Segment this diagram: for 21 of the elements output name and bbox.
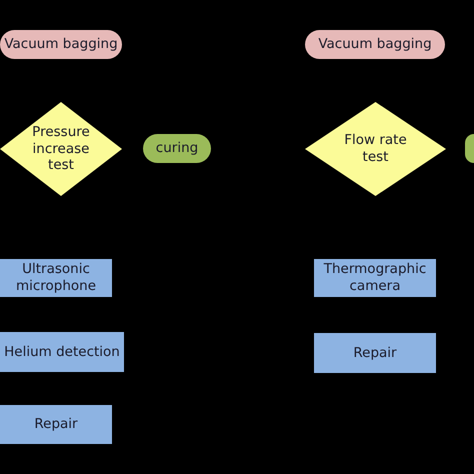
- decision-diamond: [0, 102, 122, 196]
- node-label: Vacuum bagging: [318, 36, 432, 53]
- node-label: Vacuum bagging: [4, 36, 118, 53]
- node-label: Pressure increase test: [31, 124, 91, 174]
- process-box: [314, 259, 436, 297]
- node-label: Ultrasonic microphone: [14, 261, 98, 295]
- terminal-pill: [305, 30, 445, 59]
- terminal-pill: [143, 134, 211, 163]
- node-label: Thermographic camera: [322, 261, 428, 295]
- node-label: Flow rate test: [343, 132, 408, 166]
- node-label: Repair: [34, 416, 78, 433]
- process-box: [0, 332, 124, 372]
- process-box: [314, 333, 436, 373]
- terminal-pill: [0, 30, 122, 59]
- node-label: curing: [156, 140, 198, 157]
- node-label: Helium detection: [4, 344, 120, 360]
- node-label: Repair: [353, 344, 397, 362]
- terminal-pill: [465, 134, 474, 163]
- process-box: [0, 405, 112, 444]
- process-box: [0, 259, 112, 297]
- decision-diamond: [305, 102, 446, 196]
